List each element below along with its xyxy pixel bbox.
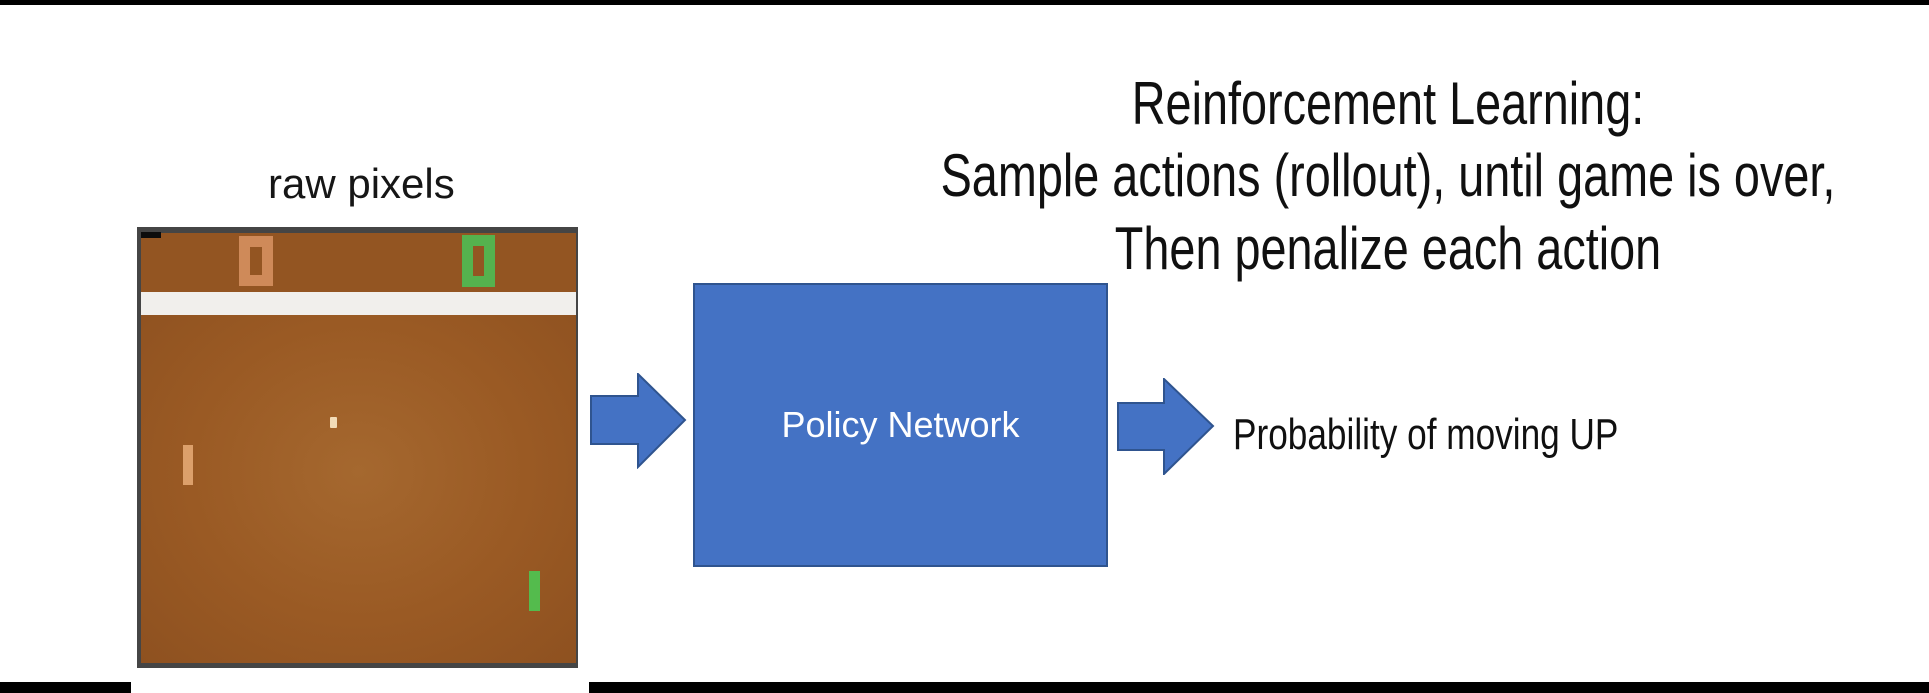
headline-line-3: Then penalize each action [1114,215,1662,282]
pong-court [141,315,576,663]
pong-corner-dash [141,232,161,238]
pong-playfield [141,233,576,663]
probability-output-label: Probability of moving UP [1233,410,1619,459]
pong-right-score-zero [462,235,495,287]
policy-network-box: Policy Network [693,283,1108,567]
raw-pixels-label: raw pixels [268,160,455,207]
bottom-bar-white-gap [131,682,589,693]
bottom-black-bar [0,682,1929,693]
headline-line-2: Sample actions (rollout), until game is … [940,142,1836,209]
pong-score-strip [141,233,576,292]
pong-left-score-zero [239,236,273,286]
pong-ball [330,417,337,428]
pong-right-paddle [529,571,540,611]
pong-game-screenshot [137,227,578,668]
headline-line-1: Reinforcement Learning: [1131,70,1645,137]
pong-midline-band [141,292,576,315]
output-arrow-icon [1117,378,1215,475]
top-black-bar [0,0,1929,5]
policy-network-label: Policy Network [781,404,1020,445]
pong-left-paddle [183,445,193,485]
input-arrow-icon [590,373,687,469]
